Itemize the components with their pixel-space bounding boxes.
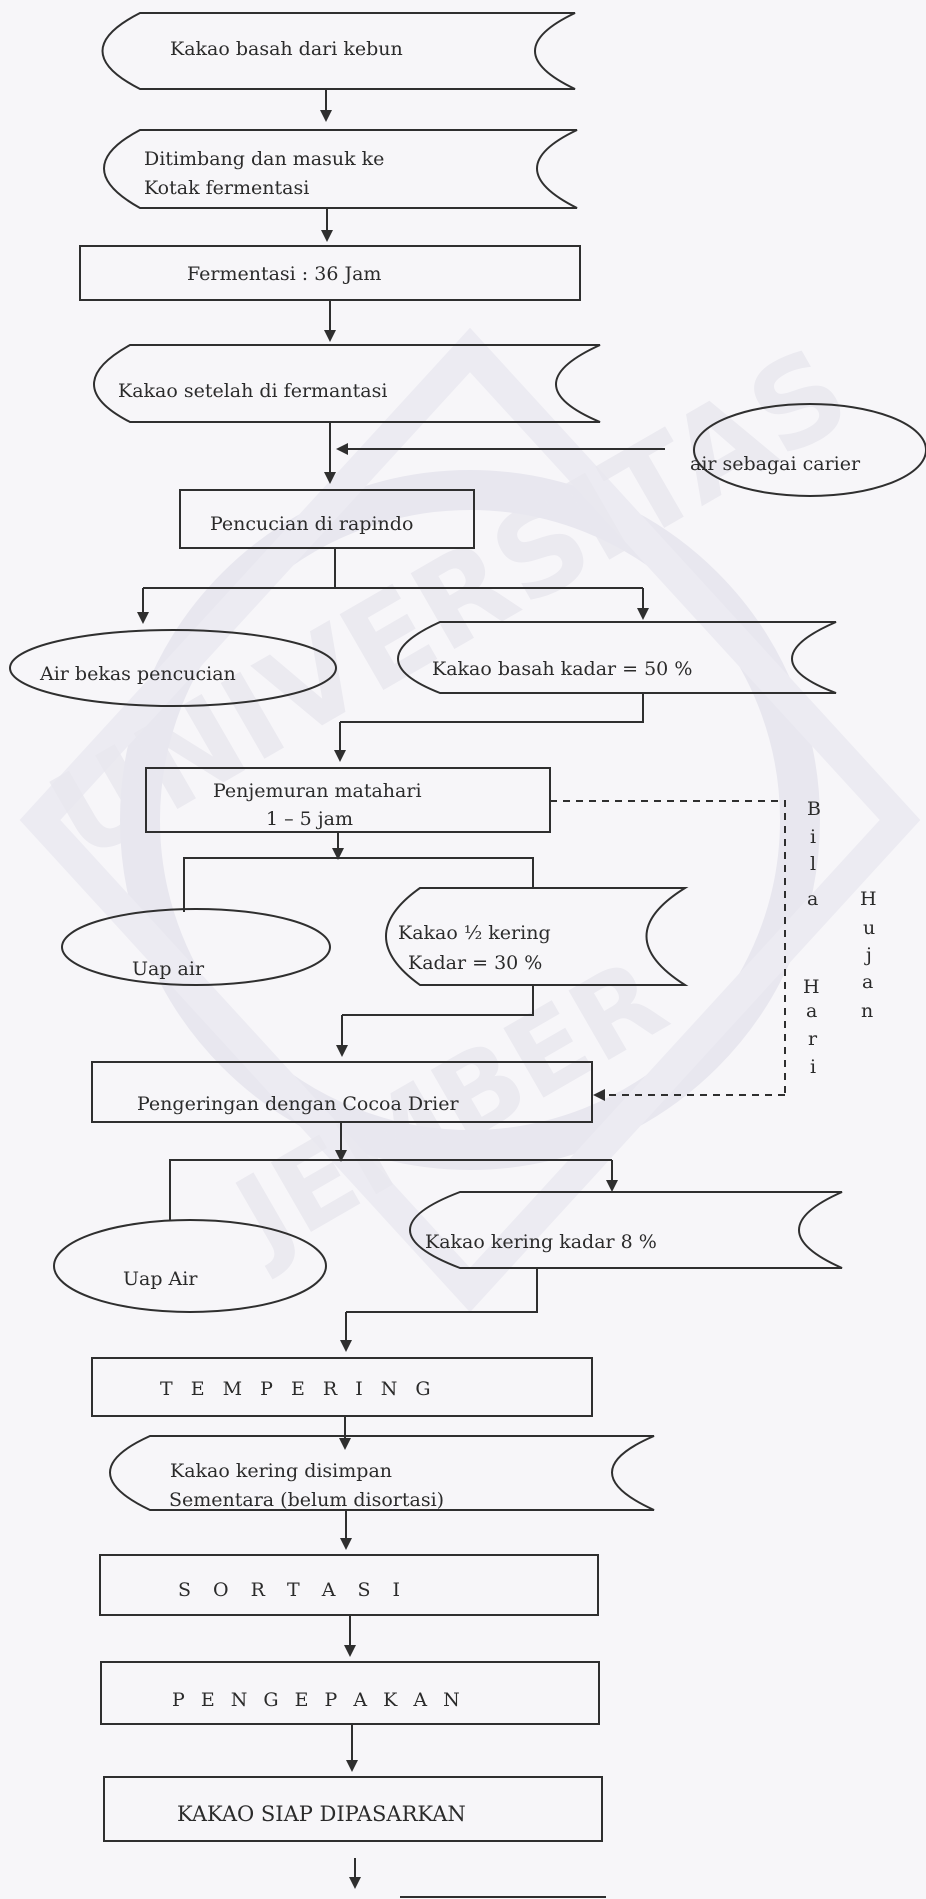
node-setengah-kering: Kakao ½ kering Kadar = 30 % <box>385 887 689 986</box>
node-kakao-basah-50-label: Kakao basah kadar = 50 % <box>432 658 692 680</box>
node-kakao-kering-8: Kakao kering kadar 8 % <box>409 1191 843 1269</box>
node-air-carier-label: air sebagai carier <box>690 453 861 475</box>
node-disimpan-line2: Sementara (belum disortasi) <box>169 1489 444 1511</box>
node-setengah-kering-line2: Kadar = 30 % <box>408 952 542 974</box>
node-air-carier: air sebagai carier <box>690 403 926 497</box>
svg-text:i: i <box>810 1056 816 1078</box>
node-kakao-basah-50: Kakao basah kadar = 50 % <box>397 621 837 694</box>
note-bila-hari: B i l a H a r i <box>803 798 821 1078</box>
node-disimpan-line1: Kakao kering disimpan <box>170 1460 392 1482</box>
node-pencucian: Pencucian di rapindo <box>179 489 475 549</box>
node-kakao-kering-8-label: Kakao kering kadar 8 % <box>425 1231 657 1253</box>
node-uap-air-1: Uap air <box>61 908 331 986</box>
svg-text:r: r <box>808 1028 818 1050</box>
svg-text:u: u <box>863 917 875 939</box>
node-kakao-basah-kebun-label: Kakao basah dari kebun <box>170 38 403 60</box>
node-disimpan: Kakao kering disimpan Sementara (belum d… <box>109 1435 655 1511</box>
node-siap-dipasarkan: KAKAO SIAP DIPASARKAN <box>103 1776 603 1842</box>
node-uap-air-1-label: Uap air <box>132 958 205 980</box>
node-uap-air-2: Uap Air <box>53 1219 327 1313</box>
svg-text:a: a <box>806 1000 817 1022</box>
node-siap-dipasarkan-label: KAKAO SIAP DIPASARKAN <box>177 1802 466 1826</box>
node-ditimbang: Ditimbang dan masuk ke Kotak fermentasi <box>103 129 578 209</box>
svg-text:i: i <box>810 826 816 848</box>
svg-text:l: l <box>810 853 816 875</box>
svg-text:a: a <box>862 971 873 993</box>
node-penjemuran-line1: Penjemuran matahari <box>213 780 422 802</box>
node-tempering-label: T E M P E R I N G <box>160 1378 437 1400</box>
svg-text:a: a <box>807 888 818 910</box>
node-setengah-kering-line1: Kakao ½ kering <box>398 922 551 944</box>
node-air-bekas: Air bekas pencucian <box>9 629 337 707</box>
node-pencucian-label: Pencucian di rapindo <box>210 513 413 535</box>
svg-text:n: n <box>861 1000 873 1022</box>
svg-text:H: H <box>860 888 877 910</box>
node-uap-air-2-label: Uap Air <box>123 1268 198 1290</box>
note-hujan: H u j a n <box>860 888 877 1022</box>
node-setelah-fermentasi-label: Kakao setelah di fermantasi <box>118 380 387 402</box>
node-pengeringan-label: Pengeringan dengan Cocoa Drier <box>137 1093 459 1115</box>
node-setelah-fermentasi: Kakao setelah di fermantasi <box>93 344 601 423</box>
node-sortasi: S O R T A S I <box>99 1554 599 1616</box>
node-ditimbang-line1: Ditimbang dan masuk ke <box>144 148 384 170</box>
node-pengepakan-label: P E N G E P A K A N <box>172 1689 465 1711</box>
node-sortasi-label: S O R T A S I <box>178 1579 408 1601</box>
node-kakao-basah-kebun: Kakao basah dari kebun <box>101 12 576 90</box>
svg-text:H: H <box>803 976 820 998</box>
node-ditimbang-line2: Kotak fermentasi <box>144 177 309 199</box>
node-fermentasi: Fermentasi : 36 Jam <box>79 245 581 301</box>
node-penjemuran-line2: 1 – 5 jam <box>266 808 353 830</box>
node-pengepakan: P E N G E P A K A N <box>100 1661 600 1725</box>
node-fermentasi-label: Fermentasi : 36 Jam <box>187 263 381 285</box>
svg-text:B: B <box>807 798 821 820</box>
svg-text:j: j <box>864 944 872 966</box>
node-tempering: T E M P E R I N G <box>91 1357 593 1417</box>
node-air-bekas-label: Air bekas pencucian <box>39 663 236 685</box>
